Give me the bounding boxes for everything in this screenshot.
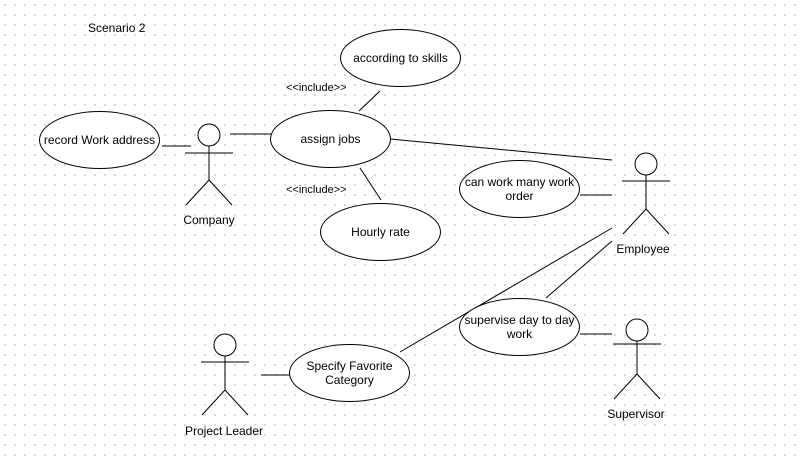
use-case-according-to-skills[interactable]: according to skills — [340, 29, 461, 87]
include-stereotype-label: <<include>> — [286, 82, 347, 94]
association-line — [545, 240, 613, 299]
supervisor-actor-figure — [613, 318, 661, 400]
use-case-record-work-address[interactable]: record Work address — [39, 111, 160, 169]
association-line — [389, 138, 613, 161]
actor-label-supervisor: Supervisor — [607, 407, 665, 421]
project-leader-actor-figure — [201, 333, 249, 416]
actor-label-employee: Employee — [616, 242, 670, 256]
actor-label-project-leader: Project Leader — [184, 424, 264, 438]
association-line — [399, 227, 613, 353]
include-stereotype-label: <<include>> — [286, 184, 347, 196]
company-actor-figure — [185, 123, 233, 206]
actor-label-company: Company — [183, 213, 235, 227]
include-line — [358, 90, 381, 112]
include-line — [359, 167, 382, 201]
use-case-specify-favorite-category[interactable]: Specify Favorite Category — [289, 344, 410, 402]
use-case-can-work-many-work-order[interactable]: can work many work order — [459, 160, 580, 218]
employee-actor-figure — [622, 152, 670, 235]
use-case-hourly-rate[interactable]: Hourly rate — [320, 203, 441, 261]
diagram-title: Scenario 2 — [88, 21, 146, 35]
use-case-supervise-day-to-day-work[interactable]: supervise day to day work — [459, 298, 580, 356]
use-case-assign-jobs[interactable]: assign jobs — [270, 110, 391, 168]
